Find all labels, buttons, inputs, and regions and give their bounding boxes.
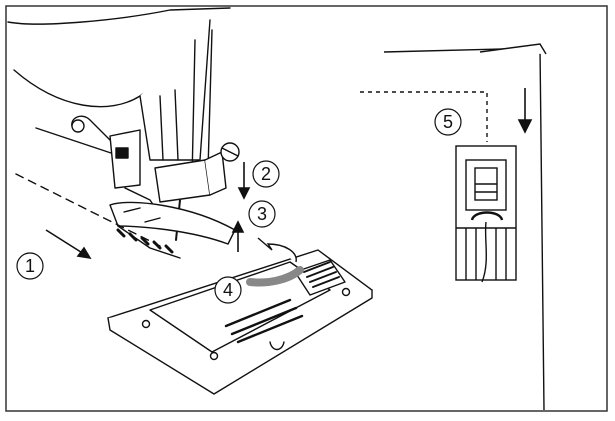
step-4-label: 4 [223, 280, 233, 300]
plate-slot [236, 314, 304, 344]
needle-bar-line [159, 95, 164, 161]
step-4-marker: 4 [214, 276, 242, 304]
plate-slot [224, 298, 292, 328]
up-arrow [231, 220, 245, 252]
clamp-screw-slot [115, 147, 129, 159]
foot-toes [465, 228, 507, 280]
feed-dogs [116, 228, 174, 254]
presser-foot [109, 201, 236, 245]
fabric-fold [479, 43, 547, 55]
step-2-marker: 2 [252, 160, 280, 188]
plate-slot [230, 306, 298, 336]
machine-illustration [7, 7, 373, 395]
machine-bed-line [35, 127, 121, 157]
down-arrow-right [517, 88, 533, 134]
step-5-label: 5 [443, 112, 453, 132]
clamp-body [109, 129, 141, 189]
corner-stitch-line [360, 91, 488, 142]
plate-tab [269, 341, 285, 351]
step-1-label: 1 [25, 256, 35, 276]
needle-clamp [154, 159, 211, 203]
plate-screw [141, 319, 151, 329]
step-2-label: 2 [261, 164, 271, 184]
down-arrow [237, 162, 251, 200]
bobbin-cover [149, 261, 331, 353]
stitch-line [15, 173, 161, 247]
foot-detail [144, 217, 161, 223]
step-3-label: 3 [257, 204, 267, 224]
plate-screw [341, 287, 351, 297]
step-3-marker: 3 [248, 200, 276, 228]
machine-arm-underside [13, 69, 171, 108]
step-1-marker: 1 [16, 252, 44, 280]
needle-bar-line [174, 89, 179, 161]
foot-detail [123, 207, 141, 213]
thumb-screw-ridge [221, 147, 239, 157]
needle-loop [470, 211, 504, 221]
curved-arrow [257, 237, 297, 263]
fabric-illustration [360, 43, 547, 411]
thread-line [207, 29, 213, 171]
needle-clamp-side [204, 151, 227, 196]
feed-arrow [45, 229, 92, 260]
step-5-marker: 5 [434, 108, 462, 136]
foot-window [465, 159, 507, 211]
thread-tail [481, 221, 487, 283]
thread-line [191, 39, 196, 181]
lever-knob [71, 119, 85, 133]
diagram-frame [5, 5, 608, 412]
plate-screw [209, 351, 219, 361]
release-ridges [303, 261, 340, 288]
machine-arm-top [7, 7, 231, 25]
thread-path [246, 266, 304, 287]
